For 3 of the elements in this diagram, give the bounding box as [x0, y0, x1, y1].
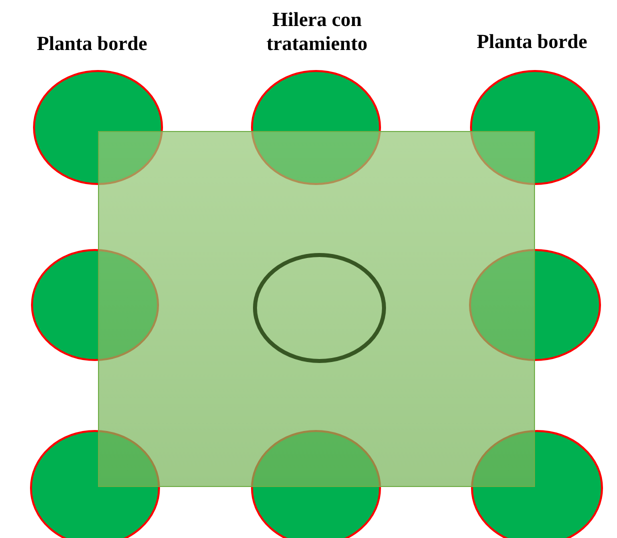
row-label: Planta borde: [476, 30, 588, 54]
row-label: Planta borde: [36, 32, 148, 56]
row-label: Hilera con tratamiento: [265, 8, 369, 56]
